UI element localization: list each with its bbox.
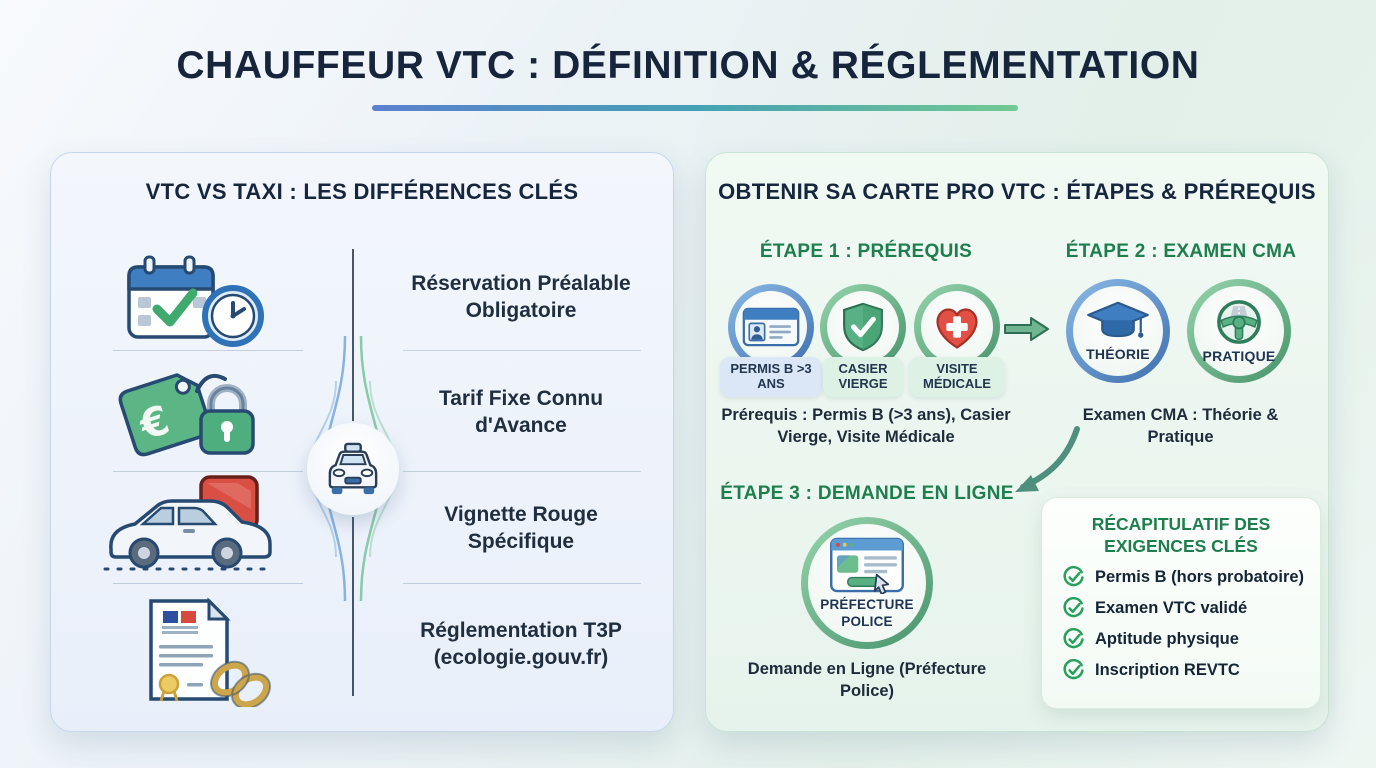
steering-wheel-icon [1217, 299, 1261, 344]
check-circle-icon [1063, 659, 1084, 680]
taxi-front-icon [328, 442, 378, 495]
prefecture-police-label: PRÉFECTURE POLICE [820, 597, 914, 629]
step1-caption: Prérequis : Permis B (>3 ans), Casier Vi… [721, 406, 1011, 446]
taxi-circle [307, 423, 399, 515]
panel-carte-pro-vtc: OBTENIR SA CARTE PRO VTC : ÉTAPES & PRÉR… [705, 152, 1329, 732]
row-divider [113, 471, 303, 472]
recap-title: RÉCAPITULATIF DES EXIGENCES CLÉS [1091, 514, 1271, 556]
title-underline [372, 105, 1018, 111]
row-divider [403, 350, 641, 351]
right-panel-title: OBTENIR SA CARTE PRO VTC : ÉTAPES & PRÉR… [718, 179, 1316, 204]
pratique-label: PRATIQUE [1202, 347, 1276, 364]
arrow-right-icon [1004, 317, 1049, 341]
check-circle-icon [1063, 597, 1084, 618]
theorie-label: THÉORIE [1086, 345, 1150, 362]
step1-title: ÉTAPE 1 : PRÉREQUIS [759, 241, 973, 262]
row-divider [403, 583, 641, 584]
id-card-icon [742, 307, 800, 347]
row-divider [113, 583, 303, 584]
check-circle-icon [1063, 566, 1084, 587]
pratique-circle: PRATIQUE [1187, 279, 1291, 383]
badge-casier-vierge: CASIER VIERGE [823, 357, 903, 397]
permis-b-circle [728, 284, 814, 370]
document-chain-icon [129, 595, 279, 707]
demande-en-ligne-circle: PRÉFECTURE POLICE [801, 517, 933, 649]
recap-item: Permis B (hors probatoire) [1062, 566, 1304, 589]
calendar-clock-icon [121, 253, 271, 348]
recap-item: Aptitude physique [1062, 628, 1239, 651]
check-circle-icon [1063, 628, 1084, 649]
shield-check-icon [843, 302, 883, 352]
recap-item: Examen VTC validé [1062, 597, 1247, 620]
car-red-vignette-icon [99, 471, 277, 573]
visite-medicale-circle [914, 284, 1000, 370]
diff-item-text: Tarif Fixe Connu d'Avance [438, 386, 604, 437]
diff-item-text: Réglementation T3P (ecologie.gouv.fr) [420, 618, 622, 669]
theorie-circle: THÉORIE [1066, 279, 1170, 383]
browser-window-icon [830, 538, 904, 595]
row-divider [113, 350, 303, 351]
heart-cross-icon [936, 308, 978, 349]
graduation-cap-icon [1087, 301, 1149, 338]
left-panel-title: VTC VS TAXI : LES DIFFÉRENCES CLÉS [145, 179, 579, 204]
casier-vierge-circle [820, 284, 906, 370]
step3-caption: Demande en Ligne (Préfecture Police) [747, 660, 987, 700]
diff-item-text: Vignette Rouge Spécifique [444, 502, 598, 553]
step3-title: ÉTAPE 3 : DEMANDE EN LIGNE [720, 483, 1014, 504]
diff-item-text: Réservation Préalable Obligatoire [411, 271, 631, 322]
row-divider [403, 471, 641, 472]
step2-caption: Examen CMA : Théorie & Pratique [1082, 406, 1279, 446]
panel-vtc-vs-taxi: VTC VS TAXI : LES DIFFÉRENCES CLÉS [50, 152, 674, 732]
badge-permis-b: PERMIS B >3 ANS [720, 357, 822, 397]
recap-item: Inscription REVTC [1062, 659, 1240, 682]
curved-arrow-icon [1015, 426, 1080, 492]
badge-visite-medicale: VISITE MÉDICALE [909, 357, 1005, 397]
price-tag-lock-icon: € [109, 361, 269, 463]
page-title: CHAUFFEUR VTC : DÉFINITION & RÉGLEMENTAT… [176, 44, 1200, 87]
step2-title: ÉTAPE 2 : EXAMEN CMA [1065, 241, 1297, 262]
recap-box: RÉCAPITULATIF DES EXIGENCES CLÉS Permis … [1041, 497, 1321, 709]
